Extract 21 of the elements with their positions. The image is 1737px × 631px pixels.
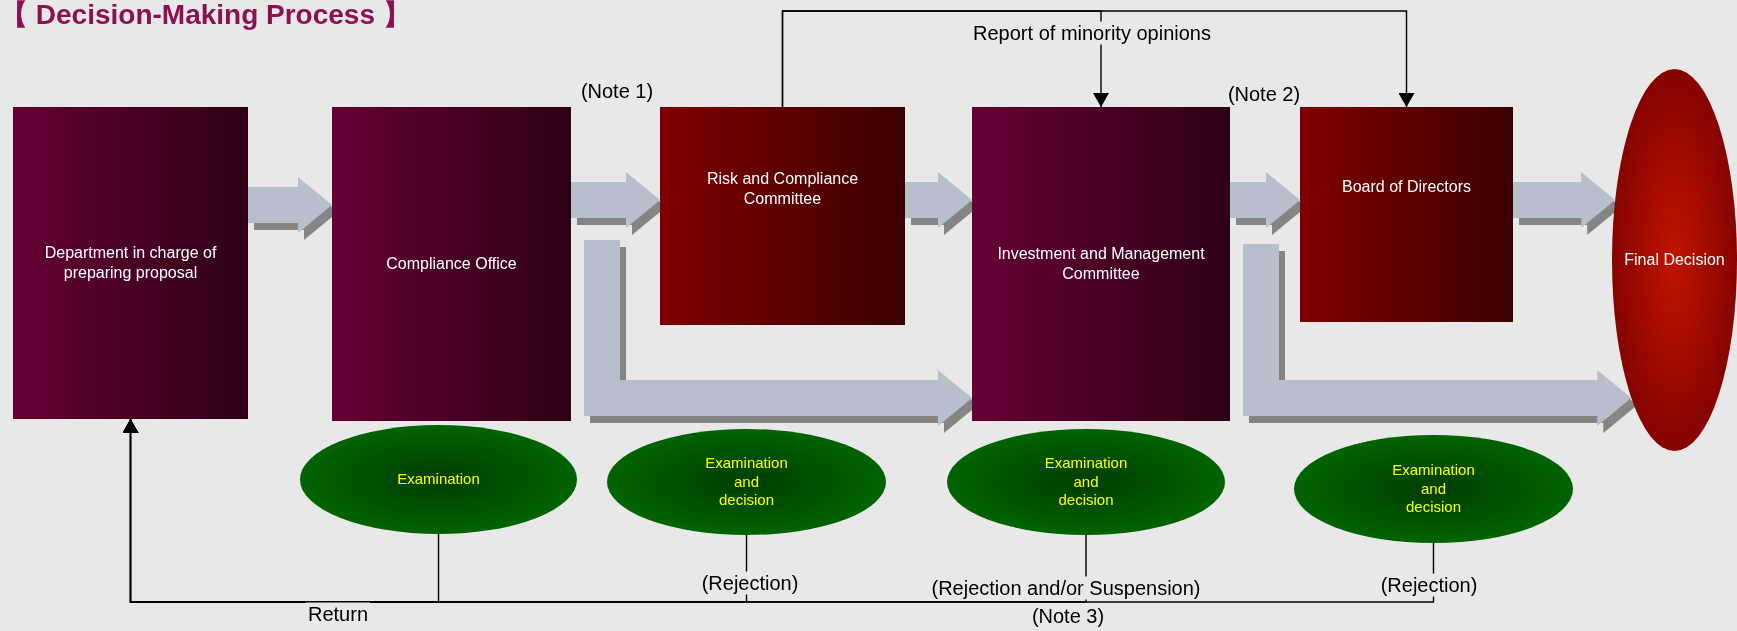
- node-label: Compliance Office: [385, 254, 518, 274]
- node-label: Department in charge of preparing proposal: [43, 243, 218, 283]
- node-label: Examination and decision: [1392, 460, 1475, 518]
- diagram-title: 【 Decision-Making Process 】: [0, 0, 411, 32]
- node-label: Examination and decision: [705, 453, 788, 511]
- note-label: (Note 2): [1226, 82, 1302, 106]
- node-label: Examination: [397, 470, 480, 489]
- process-box: [972, 107, 1230, 421]
- edge-label: (Rejection and/or Suspension): [929, 576, 1203, 600]
- node-label: Board of Directors: [1341, 177, 1472, 197]
- node-label: Final Decision: [1623, 250, 1726, 270]
- node-label: Examination and decision: [1044, 453, 1128, 511]
- process-box: [13, 107, 248, 419]
- edge-label: Report of minority opinions: [971, 21, 1213, 45]
- node-label: Investment and Management Committee: [996, 244, 1206, 284]
- process-box: [660, 107, 905, 325]
- note-label: (Note 3): [1030, 604, 1106, 628]
- node-label: Risk and Compliance Committee: [705, 169, 860, 209]
- process-box: [1300, 107, 1513, 322]
- note-label: (Note 1): [579, 79, 655, 103]
- process-box: [332, 107, 571, 421]
